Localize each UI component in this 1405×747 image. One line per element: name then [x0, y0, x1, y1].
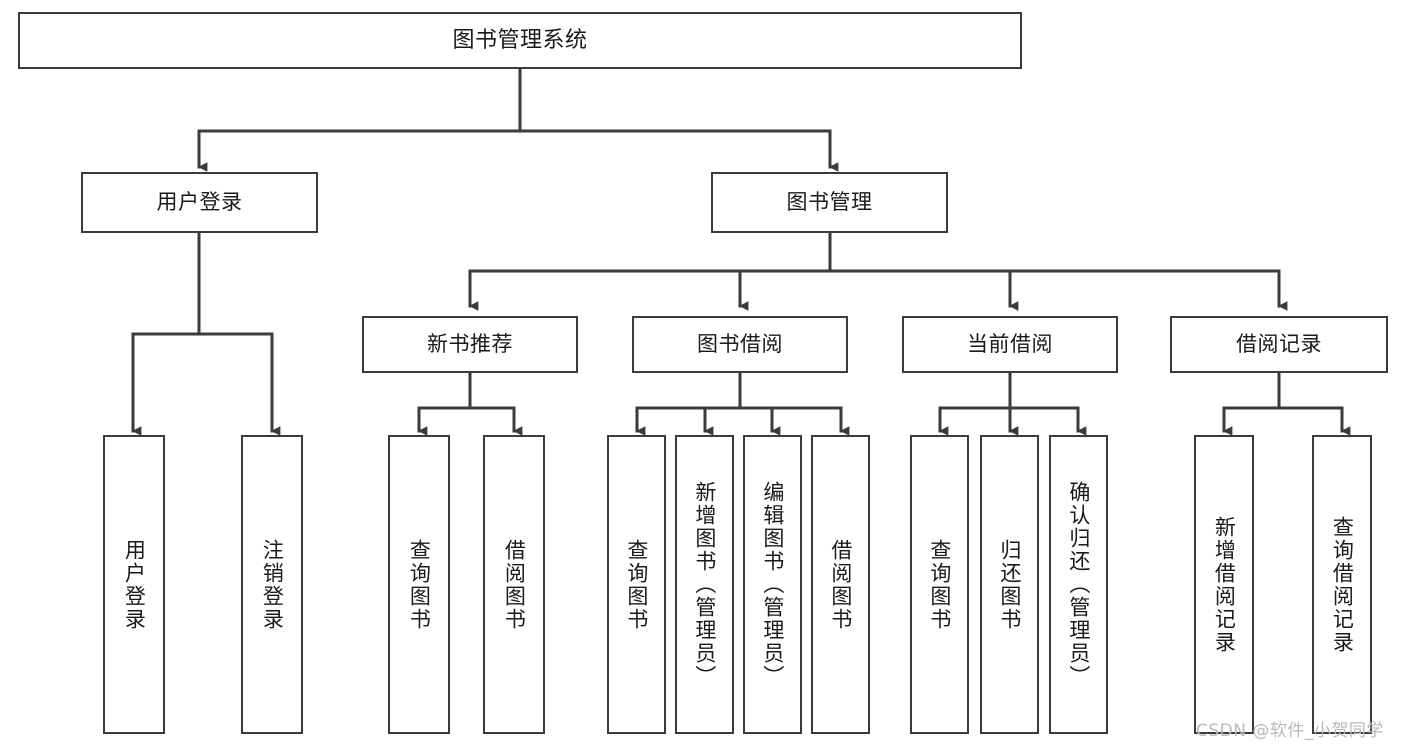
leaf-user-logout[interactable]: 注销登录	[241, 435, 303, 734]
node-label: 用户登录	[156, 190, 243, 215]
node-label: 编辑图书（管理员）	[760, 481, 785, 688]
node-label: 新增图书（管理员）	[692, 481, 717, 688]
node-label: 借阅图书	[502, 538, 527, 631]
node-borrow-record[interactable]: 借阅记录	[1170, 316, 1388, 373]
leaf-current-query-book[interactable]: 查询图书	[910, 435, 969, 734]
node-label: 查询图书	[624, 538, 649, 631]
leaf-current-return-book[interactable]: 归还图书	[980, 435, 1039, 734]
node-label: 用户登录	[122, 538, 147, 631]
leaf-record-query-borrow-record[interactable]: 查询借阅记录	[1312, 435, 1372, 734]
node-label: 图书管理系统	[452, 27, 588, 53]
node-book-borrow[interactable]: 图书借阅	[632, 316, 848, 373]
node-book-management[interactable]: 图书管理	[711, 172, 948, 233]
node-label: 图书管理	[786, 190, 873, 215]
node-new-book-recommend[interactable]: 新书推荐	[362, 316, 578, 373]
leaf-recommend-query-book[interactable]: 查询图书	[388, 435, 450, 734]
node-user-login[interactable]: 用户登录	[81, 172, 318, 233]
node-label: 归还图书	[997, 538, 1022, 631]
leaf-record-add-borrow-record[interactable]: 新增借阅记录	[1194, 435, 1254, 734]
node-label: 新增借阅记录	[1212, 515, 1237, 654]
leaf-user-login[interactable]: 用户登录	[103, 435, 165, 734]
node-label: 图书借阅	[697, 332, 783, 357]
node-root-system[interactable]: 图书管理系统	[18, 12, 1022, 69]
leaf-borrow-query-book[interactable]: 查询图书	[607, 435, 666, 734]
leaf-borrow-edit-book-admin[interactable]: 编辑图书（管理员）	[743, 435, 802, 734]
leaf-borrow-add-book-admin[interactable]: 新增图书（管理员）	[675, 435, 734, 734]
leaf-current-confirm-return-admin[interactable]: 确认归还（管理员）	[1049, 435, 1108, 734]
node-label: 注销登录	[260, 538, 285, 631]
node-label: 查询图书	[407, 538, 432, 631]
node-label: 借阅记录	[1236, 332, 1322, 357]
node-label: 查询借阅记录	[1330, 515, 1355, 654]
node-label: 借阅图书	[828, 538, 853, 631]
leaf-borrow-borrow-book[interactable]: 借阅图书	[811, 435, 870, 734]
node-label: 当前借阅	[967, 332, 1053, 357]
node-label: 确认归还（管理员）	[1066, 481, 1091, 688]
node-current-borrow[interactable]: 当前借阅	[902, 316, 1118, 373]
leaf-recommend-borrow-book[interactable]: 借阅图书	[483, 435, 545, 734]
node-label: 新书推荐	[427, 332, 513, 357]
csdn-watermark: CSDN @软件_小贺同学	[1196, 721, 1384, 741]
node-label: 查询图书	[927, 538, 952, 631]
